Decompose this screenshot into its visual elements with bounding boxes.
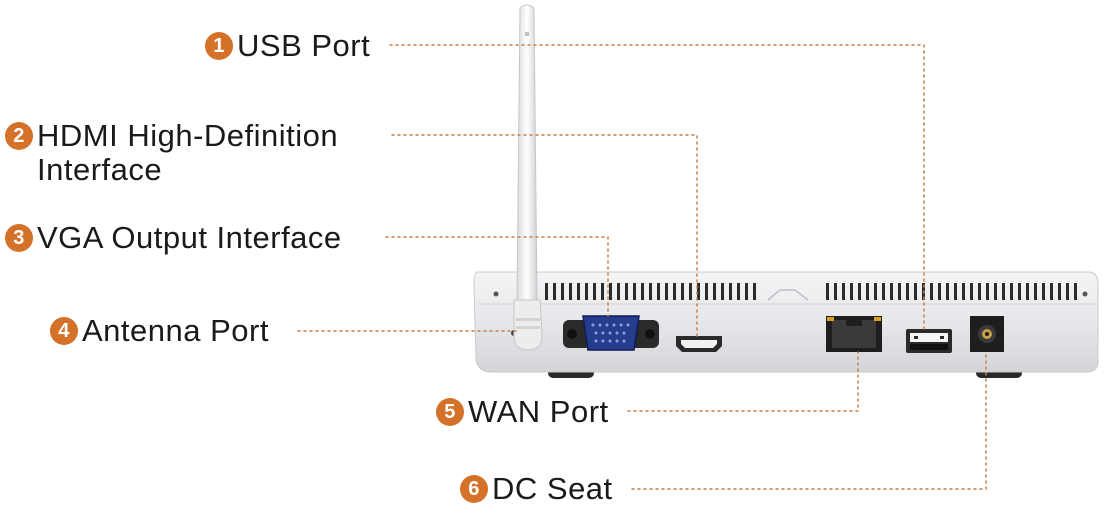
- callout-label: DC Seat: [492, 471, 613, 506]
- leader-dc: [631, 351, 987, 490]
- callout-label-line1: HDMI High-Definition: [37, 118, 339, 153]
- usb-port-icon: [906, 329, 952, 353]
- callout-number-badge: 6: [460, 475, 488, 503]
- hdmi-port-icon: [676, 336, 722, 352]
- callout-antenna-port: 4 Antenna Port: [50, 314, 269, 348]
- leader-lines: [297, 44, 987, 490]
- callout-dc-seat: 6 DC Seat: [460, 472, 613, 506]
- callout-label: WAN Port: [468, 394, 609, 429]
- callout-usb-port: 1 USB Port: [205, 29, 370, 63]
- callout-label: HDMI High-Definition Interface: [37, 119, 338, 187]
- screw-icon: [493, 291, 499, 297]
- vent-left: [545, 283, 756, 300]
- screw-icon: [1082, 291, 1088, 297]
- callout-wan-port: 5 WAN Port: [436, 395, 609, 429]
- vga-port-icon: [563, 315, 659, 351]
- callout-number-badge: 3: [5, 224, 33, 252]
- antenna-icon: [513, 4, 543, 351]
- callout-number-badge: 4: [50, 317, 78, 345]
- callout-vga-output: 3 VGA Output Interface: [5, 221, 342, 255]
- dc-jack-icon: [970, 316, 1004, 352]
- wan-port-icon: [826, 316, 882, 352]
- leader-hdmi: [391, 134, 698, 337]
- vent-right: [826, 283, 1077, 300]
- callout-hdmi-interface: 2 HDMI High-Definition Interface: [5, 119, 338, 187]
- leader-vga: [385, 236, 609, 317]
- leader-usb: [389, 44, 925, 333]
- callout-number-badge: 5: [436, 398, 464, 426]
- callout-number-badge: 1: [205, 32, 233, 60]
- callout-number-badge: 2: [5, 122, 33, 150]
- callout-label: VGA Output Interface: [37, 220, 342, 255]
- callout-label: USB Port: [237, 28, 371, 63]
- callout-label: Antenna Port: [82, 313, 269, 348]
- callout-label-line2: Interface: [37, 152, 163, 187]
- leader-wan: [627, 351, 859, 412]
